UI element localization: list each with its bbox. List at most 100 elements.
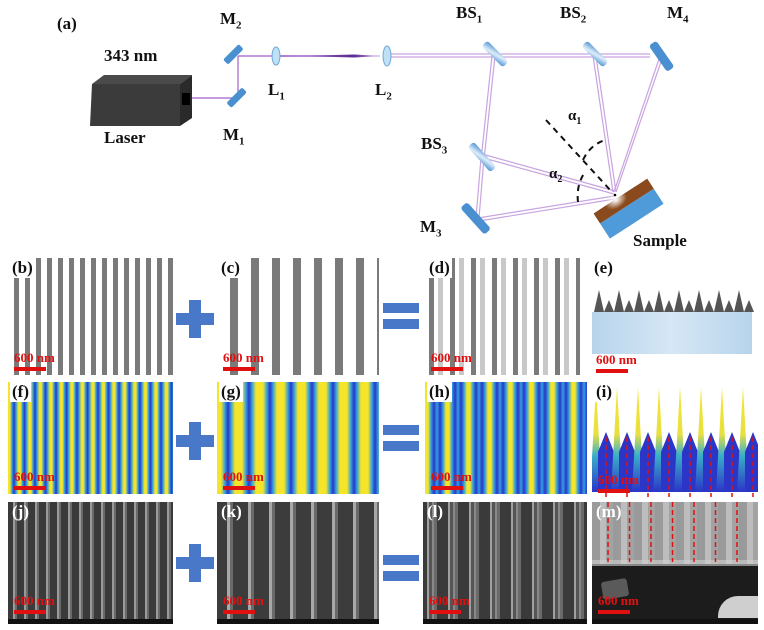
panel-label-l: (l) bbox=[427, 502, 444, 521]
m4-label: M4 bbox=[667, 3, 689, 26]
surface-peak bbox=[594, 290, 604, 312]
surface-peak bbox=[664, 300, 674, 312]
surface-peak bbox=[684, 300, 694, 312]
panel-label-m: (m) bbox=[596, 502, 622, 521]
surface-peak bbox=[634, 290, 644, 312]
bs3-label: BS3 bbox=[421, 134, 448, 157]
panel-label-e: (e) bbox=[592, 258, 615, 278]
panel-label-a: (a) bbox=[57, 14, 77, 33]
m2-label: M2 bbox=[220, 9, 242, 32]
scale-bar-label: 600 nm bbox=[431, 350, 472, 365]
scale-bar-label: 600 nm bbox=[223, 350, 264, 365]
l1-label: L1 bbox=[268, 80, 285, 103]
panel-f: (f) 600 nm bbox=[8, 382, 173, 494]
lens-l2-icon bbox=[382, 45, 392, 67]
short-spike bbox=[745, 432, 758, 492]
sem-image-long-period bbox=[217, 502, 379, 624]
surface-peak bbox=[734, 290, 744, 312]
beam-splitter-bs2-icon bbox=[582, 41, 608, 67]
long-period-grating bbox=[217, 258, 379, 375]
alpha1-label: α1 bbox=[568, 108, 582, 127]
panel-label-f: (f) bbox=[10, 382, 31, 402]
scale-bar: 600 nm bbox=[596, 352, 637, 373]
panel-i: (i) 600 nm bbox=[592, 382, 758, 497]
surface-peak bbox=[724, 300, 734, 312]
bs2-label: BS2 bbox=[560, 3, 587, 26]
surface-peak bbox=[694, 290, 704, 312]
mirror-m4-icon bbox=[649, 41, 674, 71]
cross-section-simulation bbox=[592, 387, 758, 497]
plus-icon bbox=[176, 300, 214, 343]
scale-bar: 600 nm bbox=[429, 593, 470, 614]
beam-splitter-bs3-icon bbox=[468, 142, 496, 172]
panel-m: (m) 600 nm bbox=[592, 502, 758, 624]
m1-label: M1 bbox=[223, 125, 245, 148]
scale-bar-label: 600 nm bbox=[598, 593, 639, 608]
surface-peak bbox=[714, 290, 724, 312]
l2-label: L2 bbox=[375, 80, 392, 103]
alignment-guides bbox=[607, 502, 738, 562]
scale-bar: 600 nm bbox=[431, 469, 472, 490]
panel-label-k: (k) bbox=[221, 502, 242, 521]
surface-peak bbox=[654, 290, 664, 312]
scale-bar-label: 600 nm bbox=[429, 593, 470, 608]
panel-b: (b) 600 nm bbox=[8, 258, 173, 375]
surface-peak bbox=[704, 300, 714, 312]
scale-bar-label: 600 nm bbox=[14, 350, 55, 365]
laser-icon bbox=[90, 75, 192, 126]
scale-bar-label: 600 nm bbox=[14, 593, 55, 608]
long-period-intensity-map bbox=[217, 382, 379, 494]
scale-bar-label: 600 nm bbox=[223, 593, 264, 608]
panel-k: (k) 600 nm bbox=[217, 502, 379, 624]
scale-bar: 600 nm bbox=[14, 350, 55, 371]
panel-j: (j) 600 nm bbox=[8, 502, 173, 624]
equals-icon bbox=[383, 425, 419, 458]
panel-g: (g) 600 nm bbox=[217, 382, 379, 494]
sample-icon bbox=[593, 178, 664, 239]
mirror-m1-icon bbox=[227, 88, 247, 108]
scale-bar: 600 nm bbox=[14, 593, 55, 614]
panel-label-j: (j) bbox=[12, 502, 29, 521]
panel-d: (d) 600 nm bbox=[425, 258, 580, 375]
panel-label-h: (h) bbox=[427, 382, 452, 402]
scale-bar: 600 nm bbox=[223, 350, 264, 371]
surface-peak bbox=[744, 300, 754, 312]
scale-bar-label: 600 nm bbox=[596, 352, 637, 367]
scale-bar: 600 nm bbox=[14, 469, 55, 490]
sem-image-short-period bbox=[8, 502, 173, 624]
scale-bar-label: 600 nm bbox=[223, 469, 264, 484]
scale-bar-label: 600 nm bbox=[431, 469, 472, 484]
plus-icon bbox=[176, 544, 214, 587]
panel-label-d: (d) bbox=[427, 258, 452, 278]
panel-l: (l) 600 nm bbox=[423, 502, 587, 624]
wavelength-label: 343 nm bbox=[104, 46, 158, 65]
equals-icon bbox=[383, 303, 419, 336]
panel-c: (c) 600 nm bbox=[217, 258, 379, 375]
alpha2-label: α2 bbox=[549, 166, 563, 185]
scale-bar-label: 600 nm bbox=[14, 469, 55, 484]
scale-bar: 600 nm bbox=[431, 350, 472, 371]
surface-peak bbox=[614, 290, 624, 312]
surface-profile-diagram bbox=[592, 290, 754, 354]
scale-bar-label: 600 nm bbox=[598, 472, 639, 487]
panel-e: (e) 600 nm bbox=[590, 258, 758, 375]
scale-bar: 600 nm bbox=[223, 469, 264, 490]
surface-peak bbox=[604, 300, 614, 312]
lens-l1-icon bbox=[271, 46, 281, 66]
angle-markers bbox=[545, 119, 613, 203]
bs1-label: BS1 bbox=[456, 3, 483, 26]
scale-bar: 600 nm bbox=[223, 593, 264, 614]
plus-icon bbox=[176, 422, 214, 465]
panel-label-i: (i) bbox=[594, 382, 615, 402]
mirror-m3-icon bbox=[461, 203, 490, 234]
surface-peak bbox=[624, 300, 634, 312]
scale-bar: 600 nm bbox=[598, 472, 639, 493]
sem-image-combined bbox=[423, 502, 587, 624]
short-period-intensity-map bbox=[8, 382, 173, 494]
panel-label-c: (c) bbox=[219, 258, 242, 278]
laser-label: Laser bbox=[104, 128, 146, 147]
surface-peak bbox=[674, 290, 684, 312]
combined-intensity-map bbox=[425, 382, 587, 494]
sem-cross-section-image bbox=[592, 502, 758, 564]
scale-bar: 600 nm bbox=[598, 593, 639, 614]
